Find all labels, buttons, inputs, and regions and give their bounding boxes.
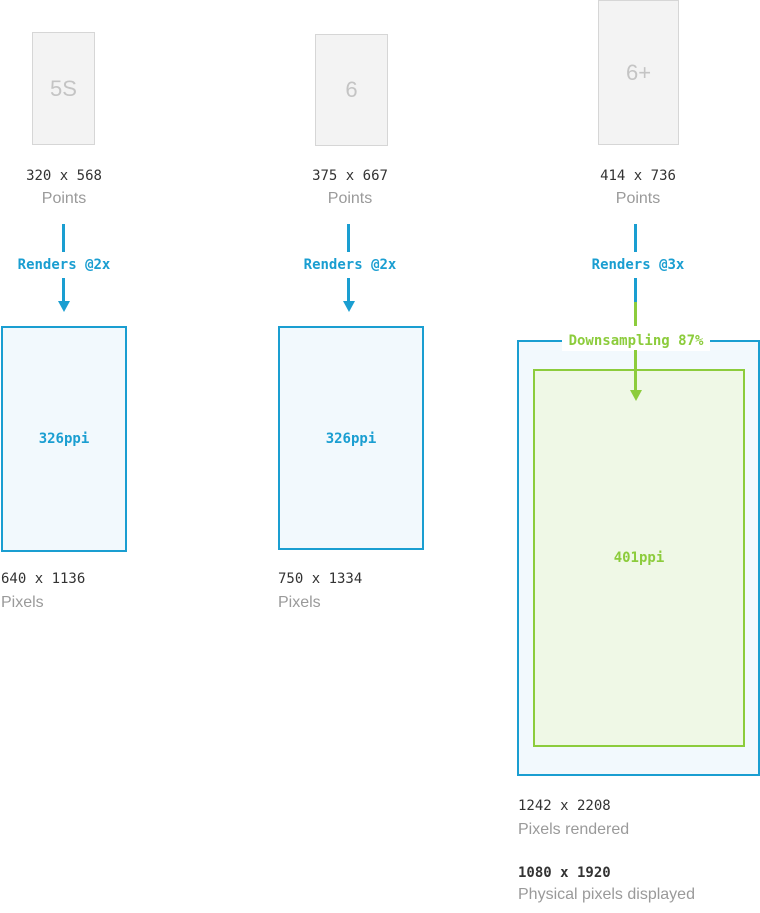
- device-5s-icon: 5S: [32, 32, 95, 145]
- device-6plus-connector-mid: [634, 278, 637, 302]
- device-6plus-points-caption: Points: [615, 190, 661, 207]
- device-6-points: 375 x 667: [312, 168, 388, 184]
- device-6-pixels-caption: Pixels: [278, 594, 321, 611]
- device-6plus-label: 6+: [625, 59, 652, 85]
- device-6plus-connector-green-top: [634, 302, 637, 326]
- device-6plus-pixels-rendered: 1242 x 2208: [518, 798, 611, 814]
- device-6plus-connector-green-bottom: [634, 350, 637, 390]
- device-5s-points: 320 x 568: [26, 168, 102, 184]
- device-6-label: 6: [345, 77, 358, 102]
- device-6plus-pixels-rendered-caption: Pixels rendered: [518, 821, 630, 838]
- device-6-icon: 6: [315, 34, 388, 146]
- device-6plus-downsampling-label: Downsampling 87%: [562, 331, 710, 351]
- device-5s-render-label: Renders @2x: [17, 257, 111, 273]
- device-6-ppi: 326ppi: [325, 431, 377, 447]
- device-5s-connector-top: [62, 224, 65, 252]
- device-5s-arrow-icon: [58, 301, 70, 312]
- device-6-connector-bottom: [347, 278, 350, 302]
- device-6plus-render-label: Renders @3x: [591, 257, 685, 273]
- device-5s-connector-bottom: [62, 278, 65, 302]
- device-5s-pixels: 640 x 1136: [1, 571, 86, 587]
- device-6-arrow-icon: [343, 301, 355, 312]
- device-6-pixels: 750 x 1334: [278, 571, 363, 587]
- device-5s-label: 5S: [50, 75, 77, 101]
- device-6plus-arrow-icon: [630, 390, 642, 401]
- device-6plus-points: 414 x 736: [600, 168, 676, 184]
- device-6plus-connector-top: [634, 224, 637, 252]
- device-6-connector-top: [347, 224, 350, 252]
- device-6-points-caption: Points: [327, 190, 373, 207]
- device-5s-pixels-caption: Pixels: [1, 594, 44, 611]
- device-6plus-screen-displayed: [533, 369, 745, 747]
- device-5s-screen: 326ppi: [1, 326, 127, 552]
- device-5s-ppi: 326ppi: [38, 431, 90, 447]
- device-6plus-icon: 6+: [598, 0, 679, 145]
- device-5s-points-caption: Points: [41, 190, 87, 207]
- device-6plus-pixels-displayed: 1080 x 1920: [518, 865, 611, 881]
- device-6-render-label: Renders @2x: [303, 257, 397, 273]
- device-6plus-ppi: 401ppi: [613, 550, 665, 566]
- device-6-screen: 326ppi: [278, 326, 424, 550]
- device-6plus-pixels-displayed-caption: Physical pixels displayed: [518, 886, 695, 903]
